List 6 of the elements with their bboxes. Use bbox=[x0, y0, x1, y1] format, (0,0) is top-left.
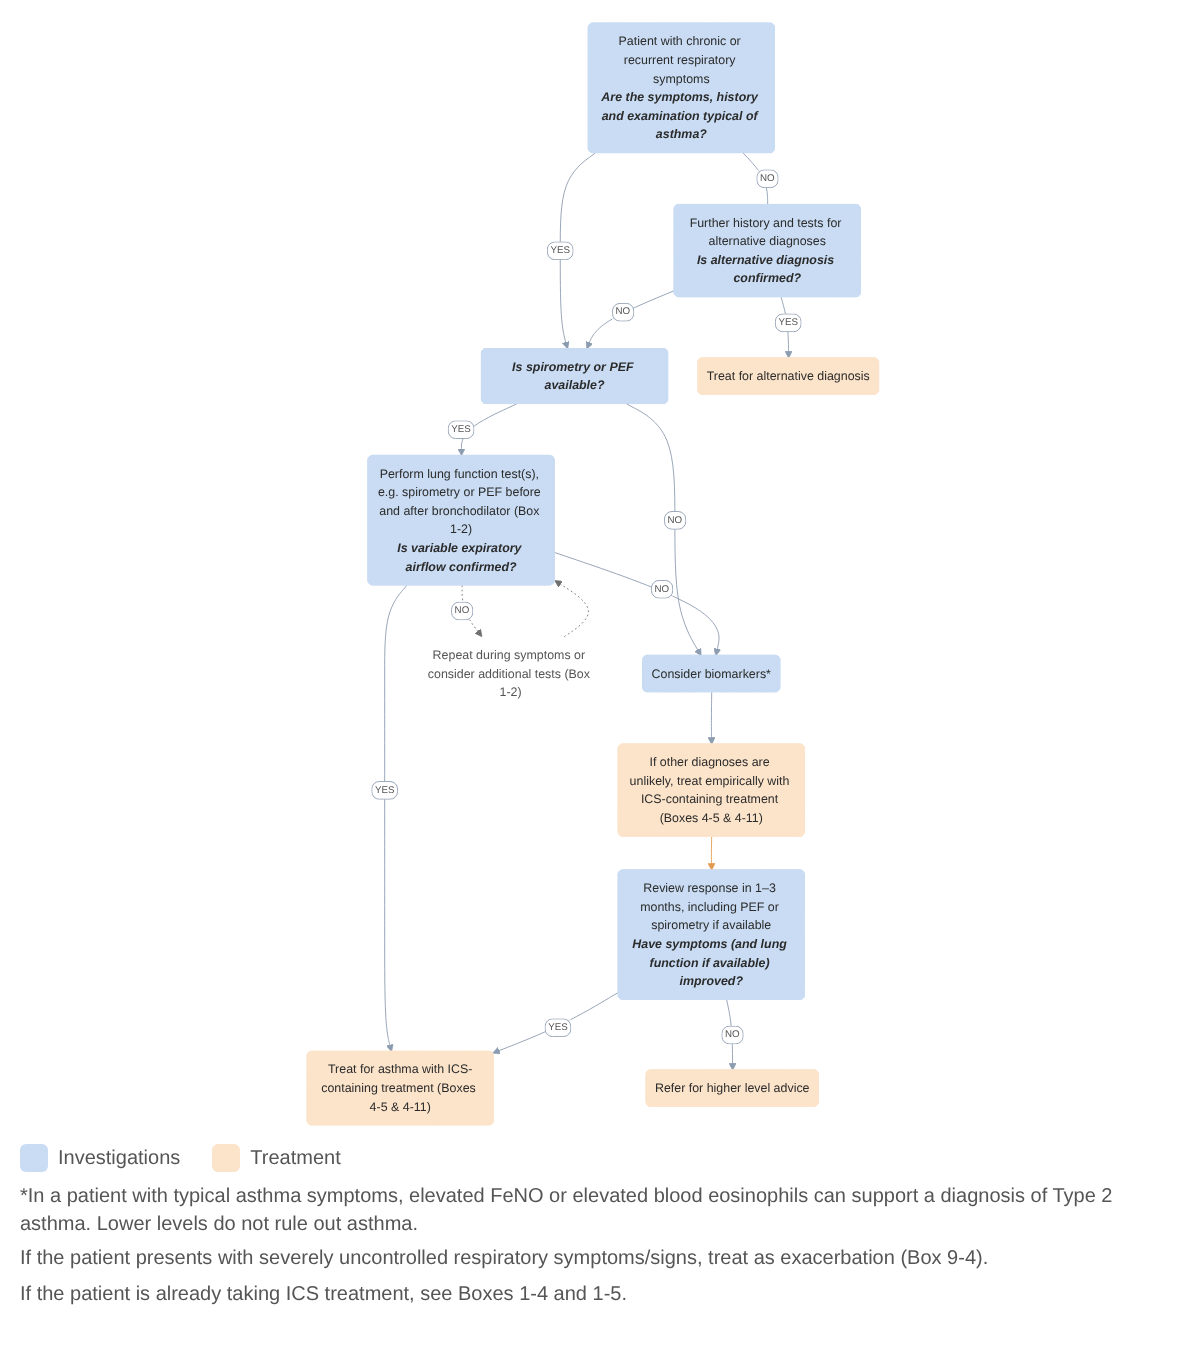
legend-label: Investigations bbox=[58, 1147, 181, 1169]
note-text: If the patient is already taking ICS treatment, see Boxes 1-4 and 1-5. bbox=[20, 1281, 630, 1308]
connector bbox=[742, 152, 769, 206]
note-text: If the patient presents with severely uncontrolled respiratory symptoms/signs, treat as exacerbation (Box 9-4). bbox=[20, 1246, 991, 1273]
legend-label: Treatment bbox=[250, 1147, 341, 1169]
note-text: *In a patient with typical asthma symptoms, elevated FeNO or elevated blood eosinophils can support a diagnosis of Type 2 asthma. Lower levels do not rule out asthma. bbox=[20, 1184, 1115, 1238]
